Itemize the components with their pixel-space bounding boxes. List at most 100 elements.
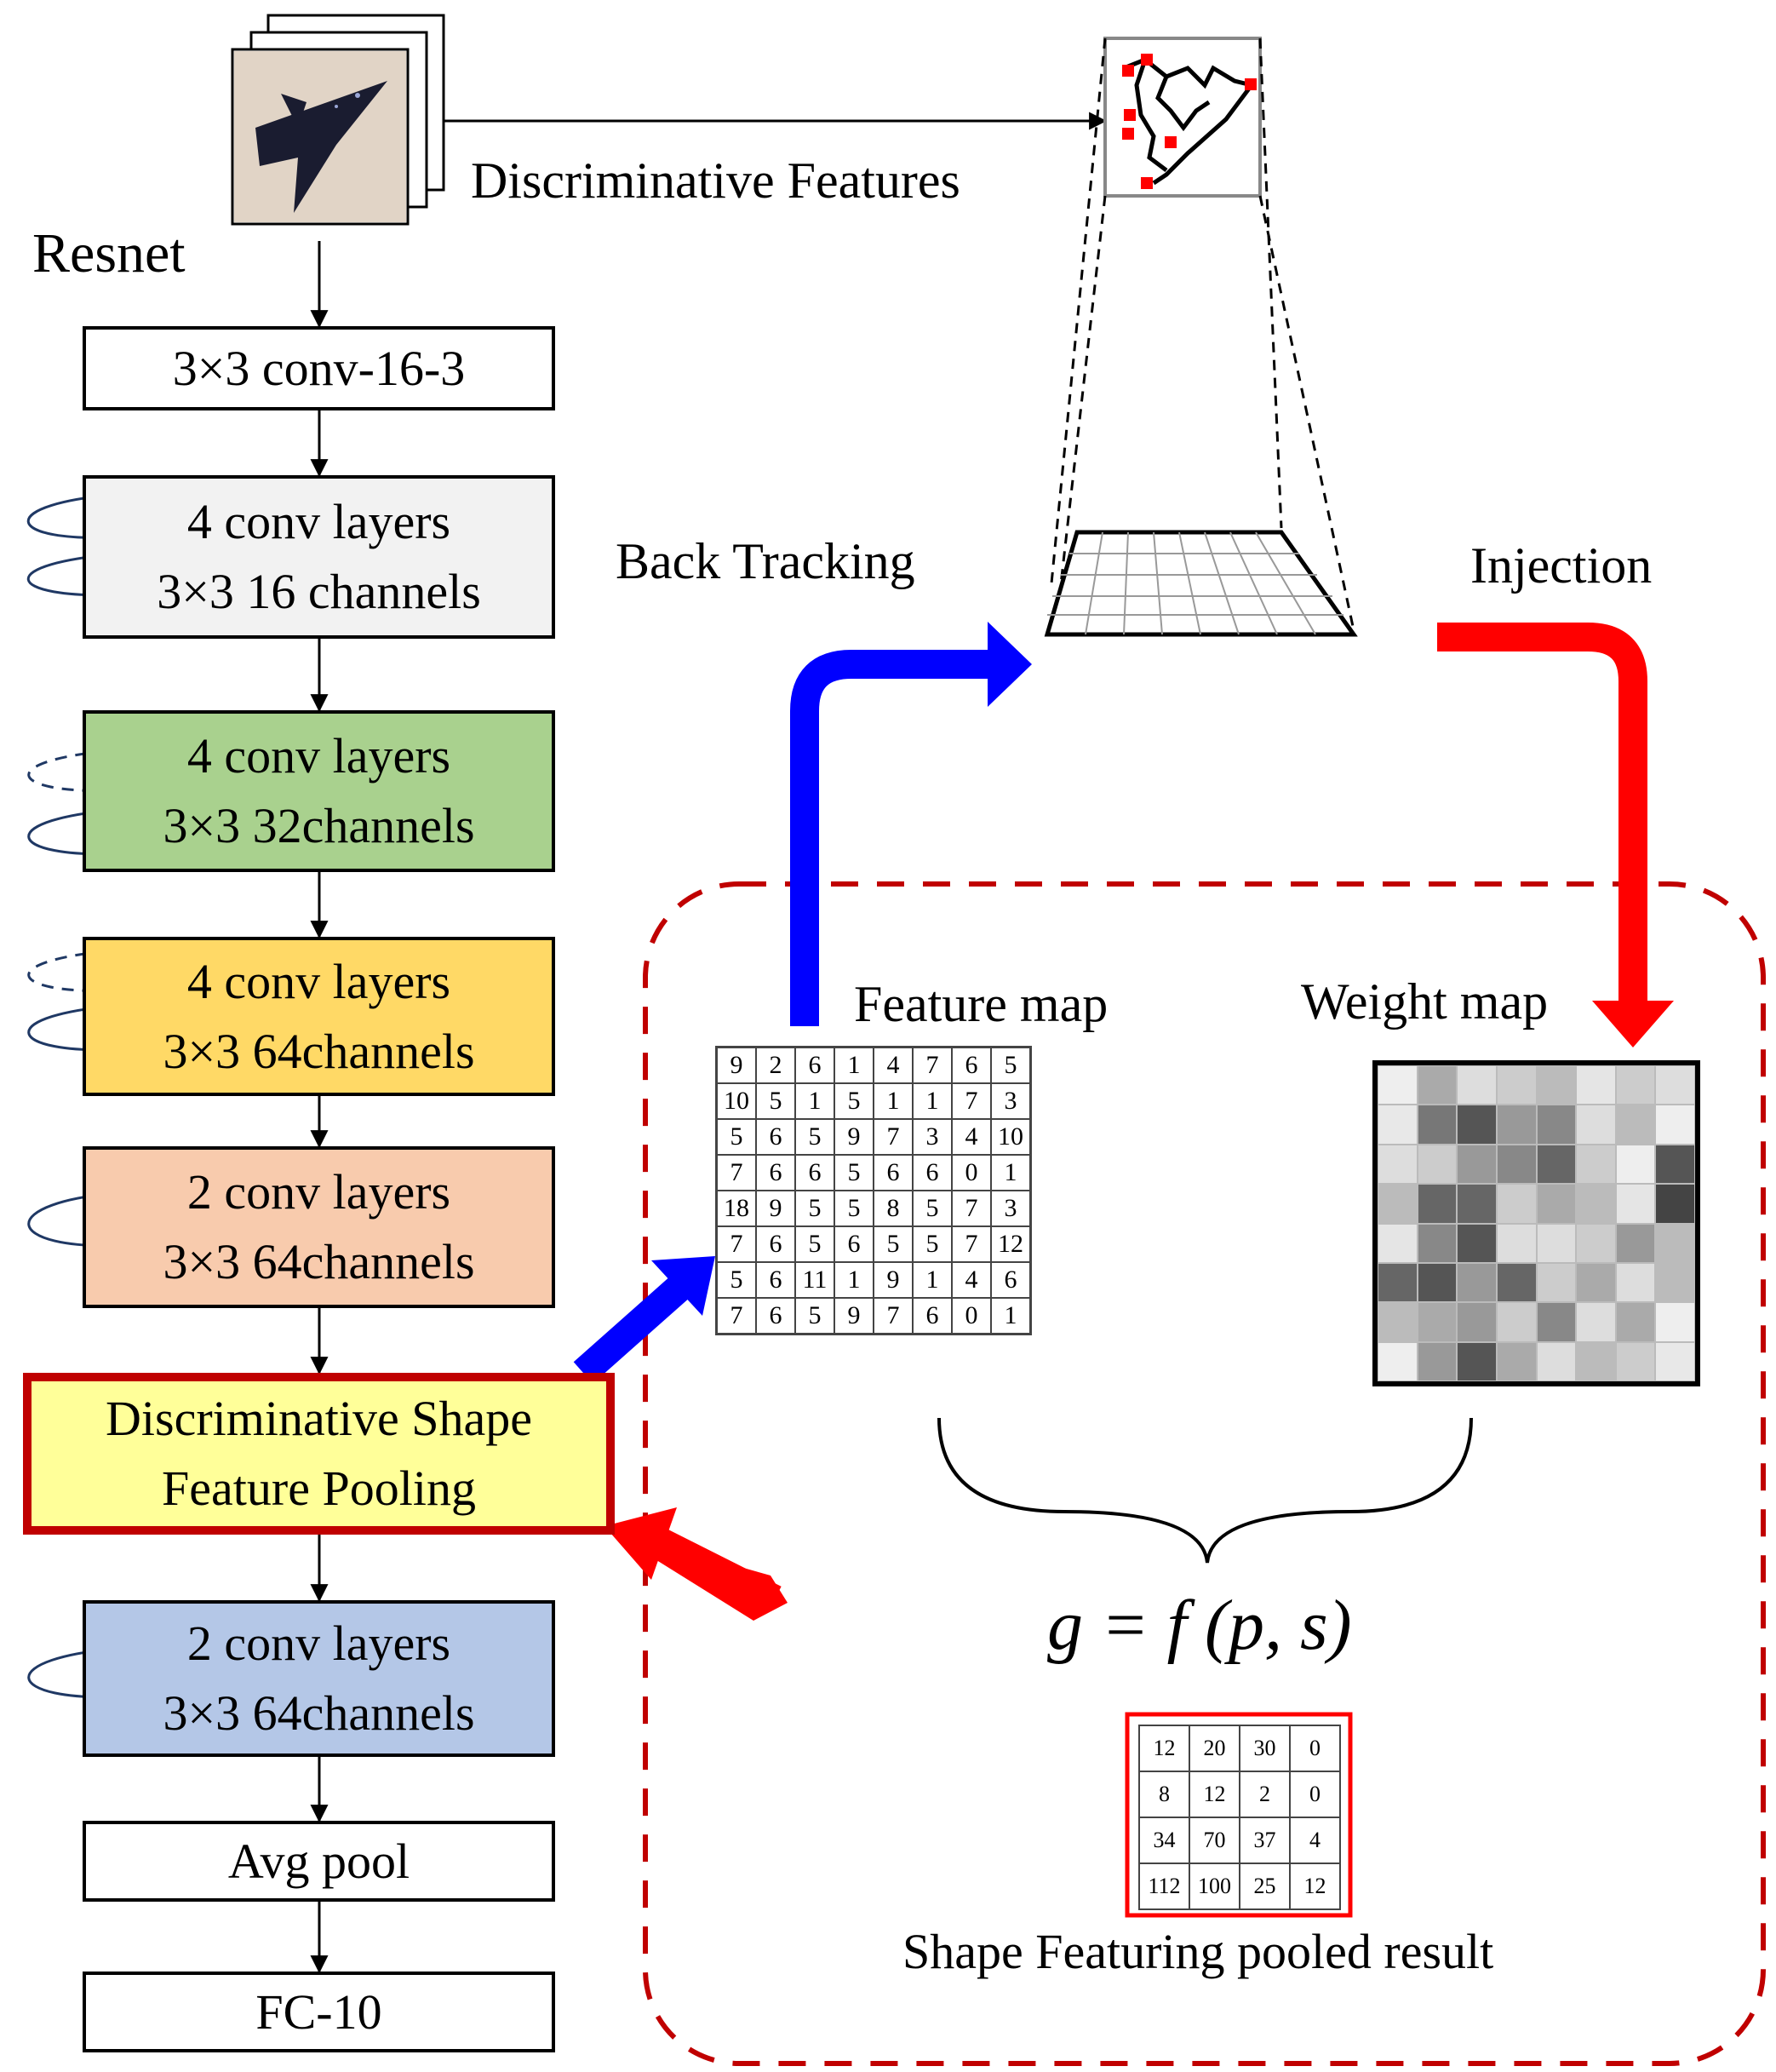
feature-map-cell: 6 xyxy=(873,1154,914,1191)
feature-map-cell: 7 xyxy=(873,1297,914,1335)
weight-map-cell xyxy=(1576,1184,1616,1224)
weight-map-cell xyxy=(1457,1341,1497,1381)
weight-map-cell xyxy=(1417,1144,1458,1185)
pooled-result-border xyxy=(1125,1712,1353,1918)
pooled-result-cell: 112 xyxy=(1138,1863,1190,1910)
weight-map-cell xyxy=(1457,1223,1497,1263)
weight-map-cell xyxy=(1536,1262,1577,1303)
weight-map-cell xyxy=(1417,1223,1458,1263)
feature-map-cell: 5 xyxy=(834,1190,874,1227)
feature-map-cell: 3 xyxy=(990,1190,1032,1227)
weight-map-cell xyxy=(1496,1341,1537,1381)
feature-map-cell: 1 xyxy=(834,1046,874,1084)
feature-map-cell: 9 xyxy=(755,1190,796,1227)
pooled-result-cell: 12 xyxy=(1138,1725,1190,1772)
pooled-result-cell: 30 xyxy=(1239,1725,1291,1772)
weight-map-cell xyxy=(1615,1184,1656,1224)
weight-map-cell xyxy=(1655,1262,1695,1303)
feature-map-cell: 9 xyxy=(715,1046,757,1084)
feature-map-cell: 5 xyxy=(990,1046,1032,1084)
pooled-result-cell: 100 xyxy=(1189,1863,1240,1910)
weight-map-cell xyxy=(1496,1302,1537,1342)
weight-map-cell xyxy=(1655,1144,1695,1185)
weight-map-cell xyxy=(1496,1223,1537,1263)
feature-map-cell: 10 xyxy=(715,1082,757,1120)
feature-map-cell: 5 xyxy=(912,1190,953,1227)
feature-map-cell: 1 xyxy=(912,1261,953,1299)
weight-map-cell xyxy=(1615,1223,1656,1263)
feature-map-cell: 3 xyxy=(912,1118,953,1156)
feature-map-cell: 7 xyxy=(715,1154,757,1191)
weight-map-cell xyxy=(1417,1341,1458,1381)
conv-block-32-detail: 3×3 32channels xyxy=(163,798,475,853)
weight-map-cell xyxy=(1536,1223,1577,1263)
weight-map-grid xyxy=(1372,1060,1700,1386)
weight-map-cell xyxy=(1615,1065,1656,1105)
injection-arrow xyxy=(1437,623,1674,1047)
feature-map-cell: 5 xyxy=(873,1225,914,1263)
avg-pool-label: Avg pool xyxy=(227,1833,410,1889)
feature-map-cell: 7 xyxy=(715,1225,757,1263)
feature-map-cell: 6 xyxy=(755,1297,796,1335)
discriminative-features-thumbnail xyxy=(1103,37,1262,198)
weight-map-cell xyxy=(1378,1065,1418,1105)
feature-map-cell: 5 xyxy=(834,1082,874,1120)
weight-map-cell xyxy=(1576,1223,1616,1263)
conv-block-64b-title: 2 conv layers xyxy=(186,1164,451,1220)
weight-map-cell xyxy=(1378,1105,1418,1145)
weight-map-cell xyxy=(1378,1262,1418,1303)
feature-map-cell: 5 xyxy=(794,1297,835,1335)
shape-pooling-detail: Feature Pooling xyxy=(162,1461,476,1516)
feature-map-cell: 1 xyxy=(873,1082,914,1120)
pooled-result-cell: 0 xyxy=(1289,1771,1341,1818)
weight-map-cell xyxy=(1655,1184,1695,1224)
fc-10-label: FC-10 xyxy=(255,1983,382,2040)
feature-map-cell: 5 xyxy=(715,1118,757,1156)
perspective-grid xyxy=(1044,530,1358,637)
weight-map-cell xyxy=(1536,1105,1577,1145)
feature-map-cell: 1 xyxy=(990,1297,1032,1335)
feature-map-cell: 6 xyxy=(794,1046,835,1084)
back-tracking-arrow xyxy=(790,622,1032,1026)
weight-map-cell xyxy=(1417,1302,1458,1342)
conv-block-64c-detail: 3×3 64channels xyxy=(163,1685,475,1741)
conv-stem-box: 3×3 conv-16-3 xyxy=(83,326,555,410)
shape-pooling-box: Discriminative Shape Feature Pooling xyxy=(23,1373,615,1535)
aircraft-thumbnail xyxy=(234,51,406,222)
injection-label: Injection xyxy=(1470,537,1653,594)
feature-map-cell: 0 xyxy=(951,1297,992,1335)
combine-brace xyxy=(937,1417,1473,1564)
weight-map-cell xyxy=(1496,1065,1537,1105)
weight-map-cell xyxy=(1615,1105,1656,1145)
feature-map-cell: 6 xyxy=(755,1261,796,1299)
conv-block-64b-box: 2 conv layers 3×3 64channels xyxy=(83,1146,555,1308)
feature-map-cell: 6 xyxy=(794,1154,835,1191)
weight-map-cell xyxy=(1457,1302,1497,1342)
feature-map-cell: 5 xyxy=(794,1190,835,1227)
feature-map-cell: 3 xyxy=(990,1082,1032,1120)
feature-map-cell: 1 xyxy=(834,1261,874,1299)
conv-block-16-title: 4 conv layers xyxy=(186,494,451,549)
conv-block-64a-title: 4 conv layers xyxy=(186,953,451,1009)
weight-map-cell xyxy=(1496,1144,1537,1185)
weight-map-cell xyxy=(1496,1184,1537,1224)
feature-map-cell: 7 xyxy=(951,1225,992,1263)
weight-map-cell xyxy=(1615,1302,1656,1342)
pooled-result-cell: 37 xyxy=(1239,1817,1291,1864)
pooling-to-feature-map-arrow xyxy=(573,1256,715,1384)
weight-map-cell xyxy=(1457,1105,1497,1145)
pooled-result-cell: 2 xyxy=(1239,1771,1291,1818)
conv-block-64a-detail: 3×3 64channels xyxy=(163,1023,475,1079)
weight-map-cell xyxy=(1417,1105,1458,1145)
feature-map-cell: 6 xyxy=(755,1118,796,1156)
feature-map-cell: 6 xyxy=(990,1261,1032,1299)
feature-map-cell: 7 xyxy=(873,1118,914,1156)
